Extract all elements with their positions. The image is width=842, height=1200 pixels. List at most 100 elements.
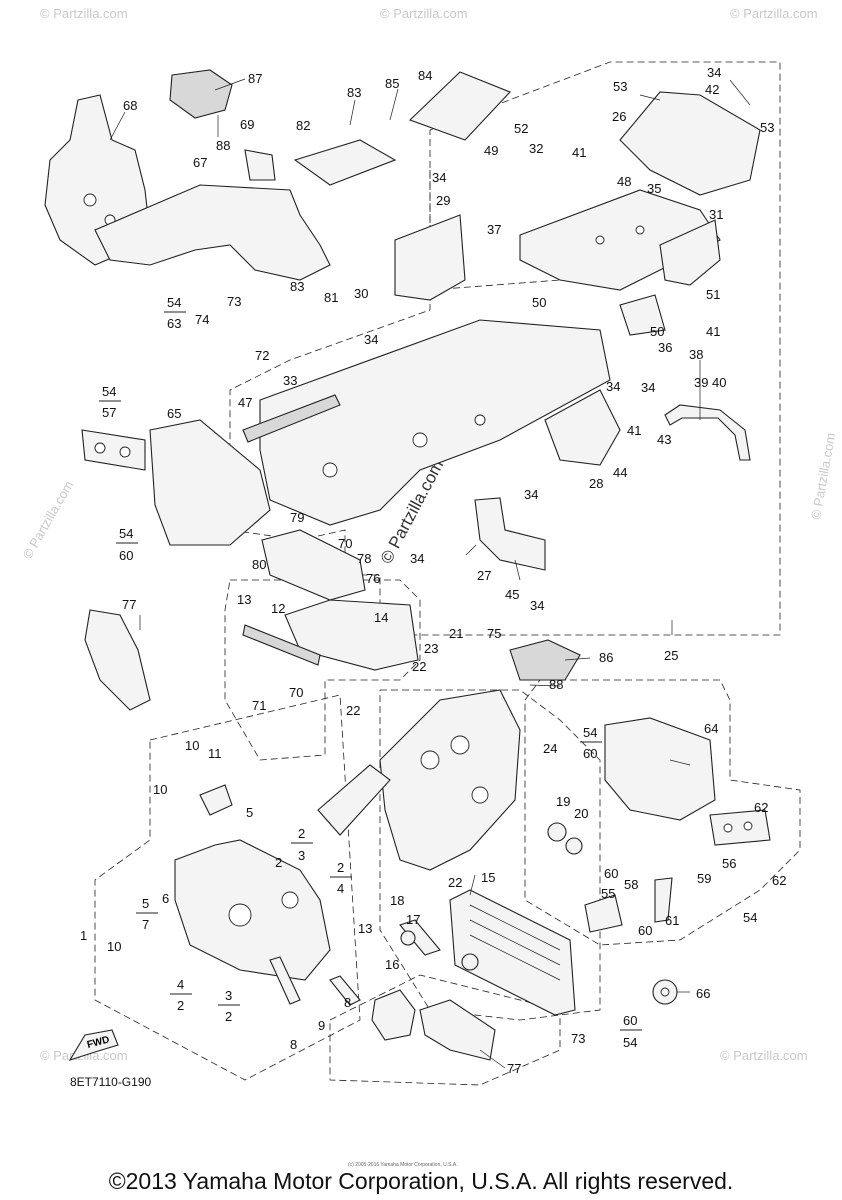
- callout-72: 72: [255, 348, 269, 363]
- boundary-lower-parts: [329, 974, 561, 1086]
- callout-53: 53: [760, 120, 774, 135]
- front-plate-65: [149, 419, 271, 546]
- upper-bracket-29: [394, 214, 466, 301]
- callout-27: 27: [477, 568, 491, 583]
- callout-64: 64: [704, 721, 718, 736]
- plate-11: [199, 784, 233, 816]
- callout-1: 1: [80, 928, 87, 943]
- main-tunnel-frame: [259, 319, 611, 526]
- callout-2: 2: [275, 855, 282, 870]
- leader: [214, 78, 246, 91]
- boundary-center-frame: [379, 689, 601, 1021]
- fraction-numerator: 3: [225, 988, 232, 1003]
- callout-61: 61: [665, 913, 679, 928]
- callout-88: 88: [216, 138, 230, 153]
- radiator-15: [449, 889, 576, 1016]
- fin: [469, 904, 561, 951]
- bracket-58: [584, 894, 623, 933]
- fraction-denominator: 7: [142, 917, 149, 932]
- fraction-denominator: 57: [102, 405, 116, 420]
- leader: [729, 79, 751, 106]
- callout-34: 34: [707, 65, 721, 80]
- front-lower-frame: [174, 839, 331, 981]
- callout-41: 41: [627, 423, 641, 438]
- callout-34: 34: [432, 170, 446, 185]
- callout-52: 52: [514, 121, 528, 136]
- fraction-numerator: 4: [177, 977, 184, 992]
- callout-69: 69: [240, 117, 254, 132]
- callout-68: 68: [123, 98, 137, 113]
- fraction-denominator: 60: [119, 548, 133, 563]
- callout-55: 55: [601, 886, 615, 901]
- callout-34: 34: [641, 380, 655, 395]
- step-86: [509, 639, 581, 681]
- callout-11: 11: [208, 746, 222, 761]
- callout-30: 30: [354, 286, 368, 301]
- bolt-8: [329, 975, 361, 1006]
- small-bracket: [244, 149, 276, 181]
- hole: [660, 987, 670, 997]
- leader: [349, 99, 356, 126]
- callout-22: 22: [448, 875, 462, 890]
- callout-labels: 87 68 88 69 82 83 85 84 53 34 42 53 52 2…: [80, 65, 786, 1076]
- bolt-9: [269, 956, 301, 1005]
- watermark: © Partzilla.com: [380, 6, 468, 21]
- callout-8: 8: [290, 1037, 297, 1052]
- callout-41: 41: [572, 145, 586, 160]
- fraction-4-2: 4 2: [170, 977, 192, 1013]
- callout-81: 81: [324, 290, 338, 305]
- callout-71: 71: [252, 698, 266, 713]
- callout-45: 45: [505, 587, 519, 602]
- callout-67: 67: [193, 155, 207, 170]
- callout-86: 86: [599, 650, 613, 665]
- fraction-numerator: 54: [102, 384, 116, 399]
- tray-78: [261, 529, 366, 601]
- callout-34: 34: [364, 332, 378, 347]
- fraction-denominator: 63: [167, 316, 181, 331]
- callout-12: 12: [271, 601, 285, 616]
- callout-88: 88: [549, 677, 563, 692]
- fraction-5-7: 5 7: [136, 896, 158, 932]
- callout-84: 84: [418, 68, 432, 83]
- callout-62: 62: [772, 873, 786, 888]
- hole: [281, 891, 299, 909]
- right-box-64: [604, 717, 716, 821]
- cover-77: [84, 609, 151, 711]
- hole: [119, 446, 131, 458]
- callout-58: 58: [624, 877, 638, 892]
- callout-74: 74: [195, 312, 209, 327]
- rail-12: [242, 624, 321, 666]
- watermark: © Partzilla.com: [730, 6, 818, 21]
- hole: [474, 414, 486, 426]
- callout-26: 26: [612, 109, 626, 124]
- callout-50: 50: [650, 324, 664, 339]
- steering-cover: [169, 69, 233, 119]
- fin: [469, 934, 561, 981]
- fraction-denominator: 54: [623, 1035, 637, 1050]
- callout-10: 10: [153, 782, 167, 797]
- callout-22: 22: [412, 659, 426, 674]
- callout-78: 78: [357, 551, 371, 566]
- fraction-2-4: 2 4: [330, 860, 352, 896]
- callout-43: 43: [657, 432, 671, 447]
- hole: [743, 821, 753, 831]
- fraction-54-57: 54 57: [99, 384, 121, 420]
- callout-80: 80: [252, 557, 266, 572]
- fraction-54-60-left: 54 60: [116, 526, 138, 563]
- callout-82: 82: [296, 118, 310, 133]
- bearing-19: [547, 822, 567, 842]
- fraction-2-3: 2 3: [291, 826, 313, 863]
- bumper-bar: [664, 404, 751, 461]
- leader: [564, 657, 591, 661]
- callout-36: 36: [658, 340, 672, 355]
- callout-10: 10: [107, 939, 121, 954]
- hole: [94, 442, 106, 454]
- callout-38: 38: [689, 347, 703, 362]
- fraction-54-63: 54 63: [164, 295, 186, 331]
- callout-75: 75: [487, 626, 501, 641]
- callout-34: 34: [530, 598, 544, 613]
- hole: [228, 903, 252, 927]
- callout-19: 19: [556, 794, 570, 809]
- tunnel-rail: [242, 394, 341, 443]
- callout-70: 70: [338, 536, 352, 551]
